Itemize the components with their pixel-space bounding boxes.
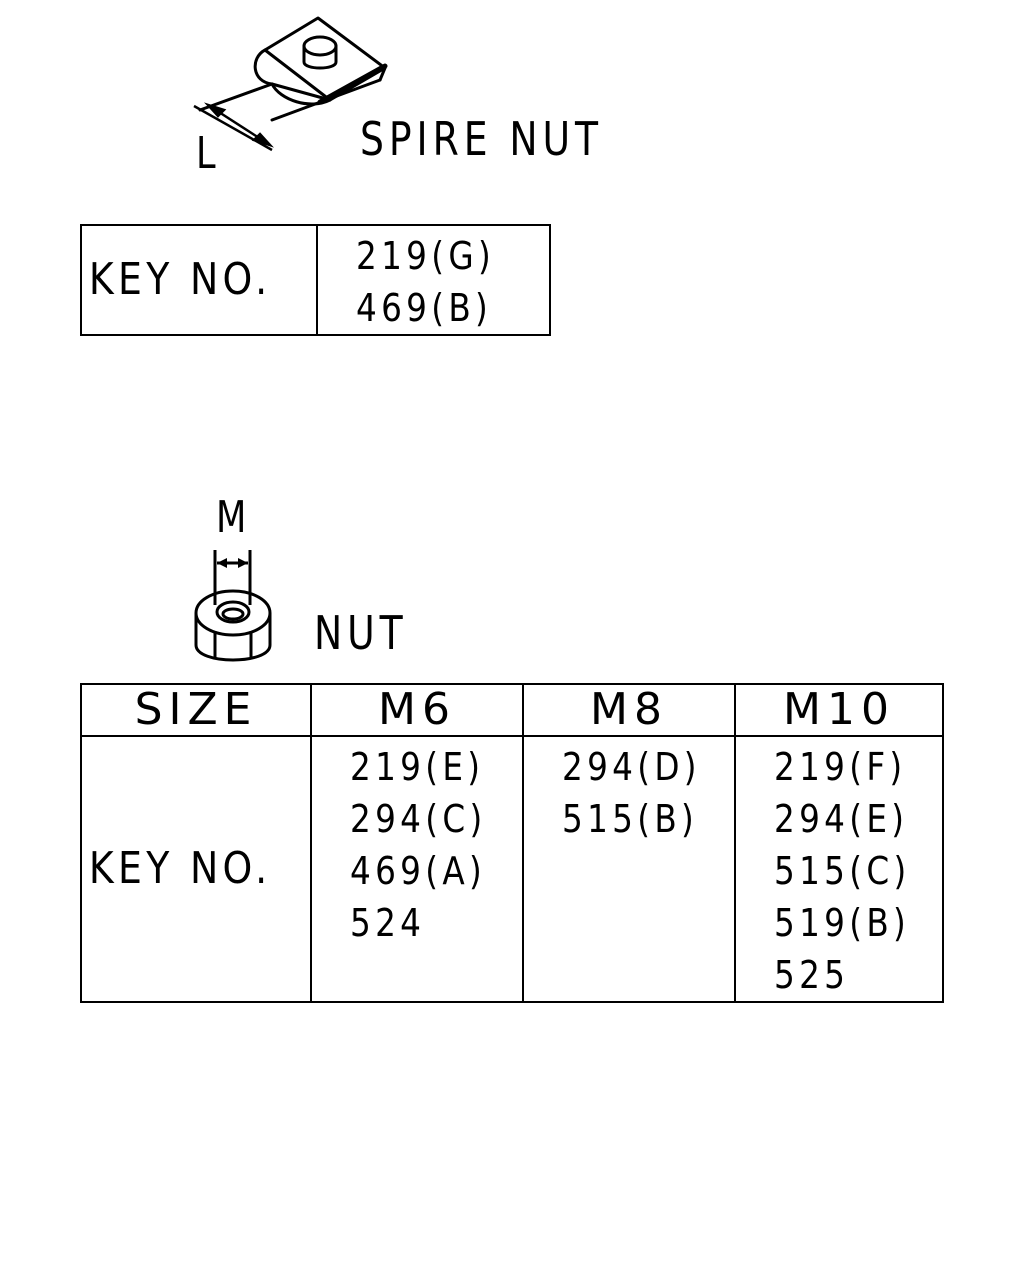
key-label-cell: KEY NO.: [80, 735, 312, 1003]
size-m8: M8: [590, 684, 668, 735]
size-m10: M10: [783, 684, 895, 735]
key-value: 515(C): [774, 849, 911, 893]
size-label: SIZE: [134, 684, 258, 735]
key-value: 519(B): [774, 901, 911, 945]
key-no-values-cell: 219(G) 469(B): [316, 224, 551, 336]
dimension-label-m: M: [216, 492, 252, 543]
key-value: 219(E): [350, 745, 485, 789]
key-no-label-cell: KEY NO.: [80, 224, 318, 336]
size-col-m10: M10: [734, 683, 944, 737]
dimension-label-l: L: [196, 128, 221, 179]
size-col-m6: M6: [310, 683, 524, 737]
key-value: 515(B): [562, 797, 699, 841]
size-col-m8: M8: [522, 683, 736, 737]
nut-label: NUT: [314, 606, 408, 660]
spire-nut-key-table: KEY NO. 219(G) 469(B): [80, 224, 551, 336]
nut-drawing: [194, 550, 272, 662]
size-m6: M6: [378, 684, 456, 735]
nut-size-key-table: SIZE M6 M8 M10 KEY NO. 219(E) 294(C) 469…: [80, 683, 944, 1003]
key-no-label: KEY NO.: [88, 843, 272, 894]
keys-m10: 219(F) 294(E) 515(C) 519(B) 525: [734, 735, 944, 1003]
key-value: 469(B): [356, 286, 493, 330]
size-header-row: SIZE M6 M8 M10: [80, 683, 944, 737]
size-header-cell: SIZE: [80, 683, 312, 737]
key-value: 219(G): [356, 234, 496, 278]
keys-m8: 294(D) 515(B): [522, 735, 736, 1003]
key-value: 525: [774, 953, 850, 997]
spire-nut-label: SPIRE NUT: [360, 112, 604, 166]
key-value: 294(C): [350, 797, 487, 841]
key-value: 469(A): [350, 849, 487, 893]
key-value: 294(D): [562, 745, 701, 789]
key-row: KEY NO. 219(E) 294(C) 469(A) 524 294(D) …: [80, 735, 944, 1003]
key-value: 524: [350, 901, 426, 945]
keys-m6: 219(E) 294(C) 469(A) 524: [310, 735, 524, 1003]
spire-nut-drawing: [193, 16, 388, 152]
key-no-label: KEY NO.: [88, 254, 272, 305]
key-value: 294(E): [774, 797, 909, 841]
key-value: 219(F): [774, 745, 907, 789]
